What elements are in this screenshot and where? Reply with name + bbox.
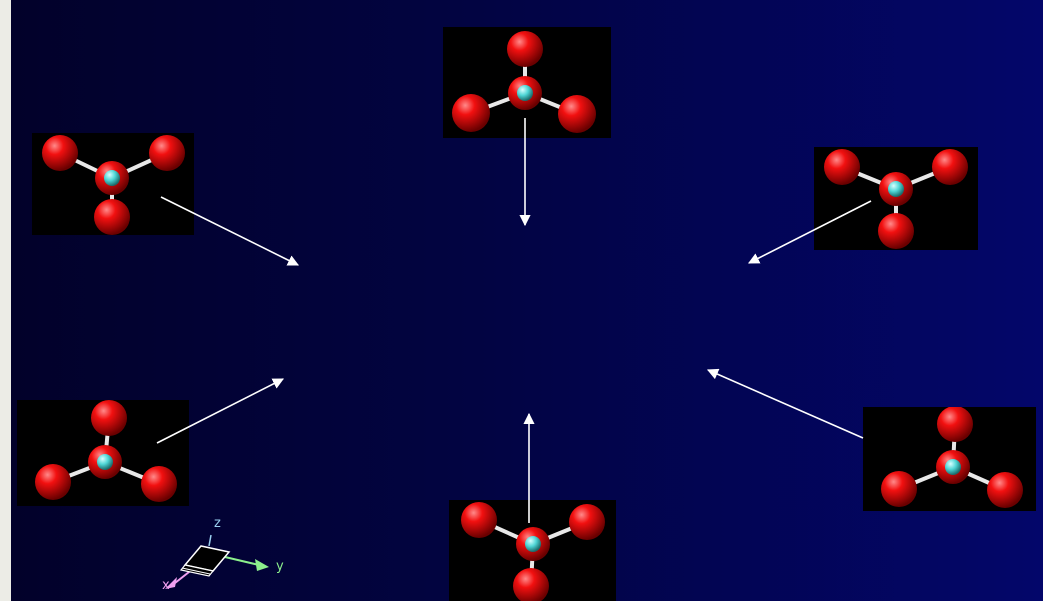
axis-z-label: z xyxy=(214,516,221,531)
arrow-from-bottom-right xyxy=(706,368,864,439)
molecule-bottom-left-model xyxy=(35,400,177,502)
molecule-bottom-right-model xyxy=(881,407,1023,508)
molecule-top-left xyxy=(32,133,194,235)
oxygen-atom xyxy=(932,149,968,185)
oxygen-atom xyxy=(881,471,917,507)
oxygen-atom xyxy=(507,31,543,67)
oxygen-atom xyxy=(461,502,497,538)
oxygen-atom xyxy=(452,94,490,132)
axis-triad xyxy=(165,534,269,589)
center-atom xyxy=(97,454,113,470)
molecule-top-right-model xyxy=(824,149,968,249)
oxygen-atom xyxy=(878,213,914,249)
molecule-top-left-model xyxy=(42,135,185,235)
molecule-top-right xyxy=(814,147,978,250)
center-atom xyxy=(525,536,541,552)
molecule-bottom-model xyxy=(461,502,605,601)
molecule-top xyxy=(443,27,611,138)
oxygen-atom xyxy=(987,472,1023,508)
axis-x-label: x xyxy=(162,578,170,593)
oxygen-atom xyxy=(35,464,71,500)
center-atom xyxy=(945,459,961,475)
oxygen-atom xyxy=(91,400,127,436)
molecule-bottom-left xyxy=(17,400,189,506)
molecule-bottom-right xyxy=(863,407,1036,511)
oxygen-atom xyxy=(141,466,177,502)
oxygen-atom xyxy=(149,135,185,171)
oxygen-atom xyxy=(94,199,130,235)
center-atom xyxy=(517,85,533,101)
oxygen-atom xyxy=(558,95,596,133)
center-atom xyxy=(104,170,120,186)
axis-indicator: z y x xyxy=(151,515,291,601)
oxygen-atom xyxy=(569,504,605,540)
diagram-canvas: z y x xyxy=(11,0,1043,601)
molecule-top-model xyxy=(452,31,596,133)
center-atom xyxy=(888,181,904,197)
axis-y-label: y xyxy=(276,559,284,574)
oxygen-atom xyxy=(513,568,549,601)
oxygen-atom xyxy=(824,149,860,185)
oxygen-atom xyxy=(42,135,78,171)
oxygen-atom xyxy=(937,407,973,442)
molecule-bottom xyxy=(449,500,616,601)
